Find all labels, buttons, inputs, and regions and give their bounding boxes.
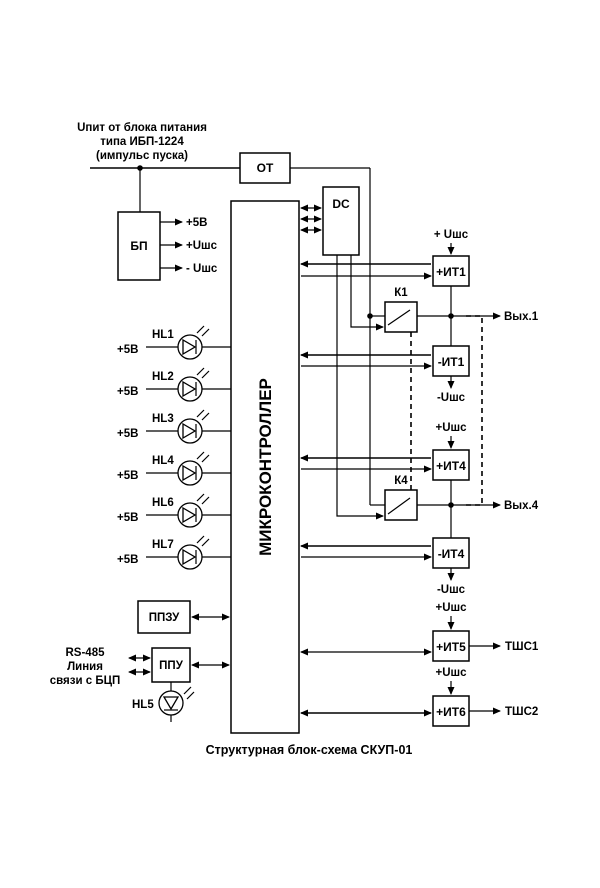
- it1-plus-block: [432, 255, 470, 287]
- tshs1-label: ТШС1: [505, 641, 539, 653]
- it5-supply-label: +Uшс: [435, 602, 467, 614]
- led-hl1-supply: +5В: [117, 344, 138, 356]
- k1-switch-symbol: [387, 309, 411, 326]
- it4-plus-block: [432, 449, 470, 481]
- input-label-line3: (импульс пуска): [96, 150, 188, 162]
- out4-label: Вых.4: [504, 500, 539, 512]
- led-hl3: HL3 +5В: [117, 409, 231, 444]
- dc-label: DC: [332, 197, 350, 211]
- led-hl4-name: HL4: [152, 455, 174, 467]
- bp-out-label-ushs-minus: - Uшс: [186, 263, 218, 275]
- tshs2-label: ТШС2: [505, 706, 538, 718]
- led-hl7-name: HL7: [152, 539, 174, 551]
- input-label-line2: типа ИБП-1224: [100, 136, 184, 148]
- diagram-caption: Структурная блок-схема СКУП-01: [206, 743, 413, 757]
- led-hl7-supply: +5В: [117, 554, 138, 566]
- ot-label: ОТ: [257, 161, 274, 175]
- led-hl6: HL6 +5В: [117, 493, 231, 528]
- led-hl2: HL2 +5В: [117, 367, 231, 402]
- it4-minus-block: [432, 537, 470, 569]
- it6-supply-label: +Uшс: [435, 667, 467, 679]
- dc-block: [322, 186, 360, 256]
- led-hl1-name: HL1: [152, 329, 174, 341]
- k4-label: К4: [394, 475, 408, 487]
- it4-plus-label: +ИТ4: [436, 459, 466, 473]
- led-hl4: HL4 +5В: [117, 451, 231, 486]
- it5-label: +ИТ5: [436, 640, 466, 654]
- bp-block: [117, 211, 161, 281]
- bp-out-label-ushs-plus: +Uшс: [186, 240, 218, 252]
- it5-block: [432, 630, 470, 662]
- rs485-label-line2: Линия: [67, 661, 103, 673]
- dc-to-k1-line: [350, 255, 384, 331]
- led-hl7: HL7 +5В: [117, 535, 231, 570]
- bp-label: БП: [130, 239, 147, 253]
- it4-minus-supply-label: -Uшс: [437, 584, 466, 596]
- mcu-label: МИКРОКОНТРОЛЛЕР: [256, 378, 275, 556]
- ot-block: [239, 152, 291, 184]
- k1-block: [384, 301, 418, 333]
- it6-label: +ИТ6: [436, 705, 466, 719]
- ppu-label: ППУ: [159, 660, 184, 672]
- ppzu-block: [137, 600, 191, 634]
- it4-plus-supply-label: +Uшс: [435, 422, 467, 434]
- input-label-line1: Uпит от блока питания: [77, 122, 207, 134]
- it1-plus-label: +ИТ1: [436, 265, 466, 279]
- out1-label: Вых.1: [504, 311, 539, 323]
- mcu-block: [230, 200, 300, 734]
- led-hl4-supply: +5В: [117, 470, 138, 482]
- bp-out-label-5v: +5В: [186, 217, 207, 229]
- led-hl3-supply: +5В: [117, 428, 138, 440]
- it1-minus-supply-label: -Uшс: [437, 392, 466, 404]
- led-hl6-supply: +5В: [117, 512, 138, 524]
- it1-plus-supply-label: + Uшс: [434, 229, 469, 241]
- it1-minus-label: -ИТ1: [438, 355, 465, 369]
- k1-label: К1: [394, 287, 408, 299]
- led-hl2-name: HL2: [152, 371, 174, 383]
- k4-switch-symbol: [387, 497, 411, 515]
- ppu-block: [151, 647, 191, 683]
- led-hl6-name: HL6: [152, 497, 174, 509]
- led-hl1: HL1 +5В: [117, 325, 231, 360]
- led-hl5-name: HL5: [132, 699, 154, 711]
- it4-minus-label: -ИТ4: [438, 547, 465, 561]
- led-hl3-name: HL3: [152, 413, 174, 425]
- led-hl5: HL5: [132, 682, 195, 722]
- ppzu-label: ППЗУ: [149, 612, 180, 624]
- dc-to-k4-line: [336, 255, 384, 520]
- led-hl2-supply: +5В: [117, 386, 138, 398]
- rs485-label-line3: связи с БЦП: [50, 675, 121, 687]
- rs485-label-line1: RS-485: [66, 647, 106, 659]
- out1-out4-dashed-link: [466, 315, 483, 506]
